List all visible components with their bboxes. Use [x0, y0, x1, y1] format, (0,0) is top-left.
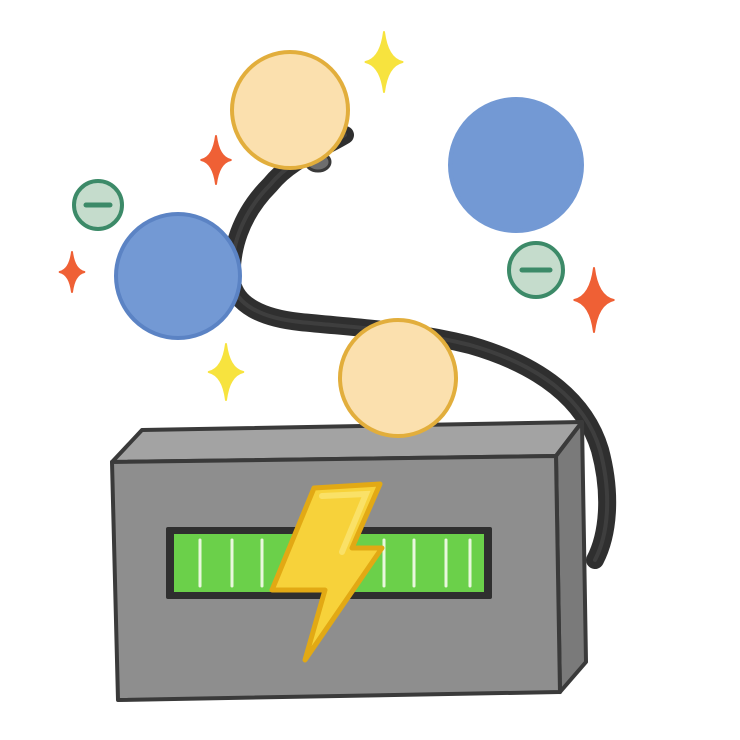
atoms: [114, 50, 584, 438]
electron-minus-icon: [72, 179, 124, 231]
electrons: [72, 179, 565, 299]
atom-peach-bottom: [338, 318, 458, 438]
sparkle-icon: [207, 343, 245, 401]
battery-icon: [110, 420, 588, 702]
electron-minus-icon: [507, 241, 565, 299]
sparkle-icon: [200, 135, 232, 185]
sparkle-icon: [364, 31, 404, 93]
atom-blue-right: [448, 97, 584, 233]
atom-blue-left: [114, 212, 242, 340]
sparkle-icon: [58, 251, 86, 293]
sparkles: [58, 31, 615, 401]
sparkle-icon: [573, 267, 615, 333]
atom-peach-top: [230, 50, 350, 170]
